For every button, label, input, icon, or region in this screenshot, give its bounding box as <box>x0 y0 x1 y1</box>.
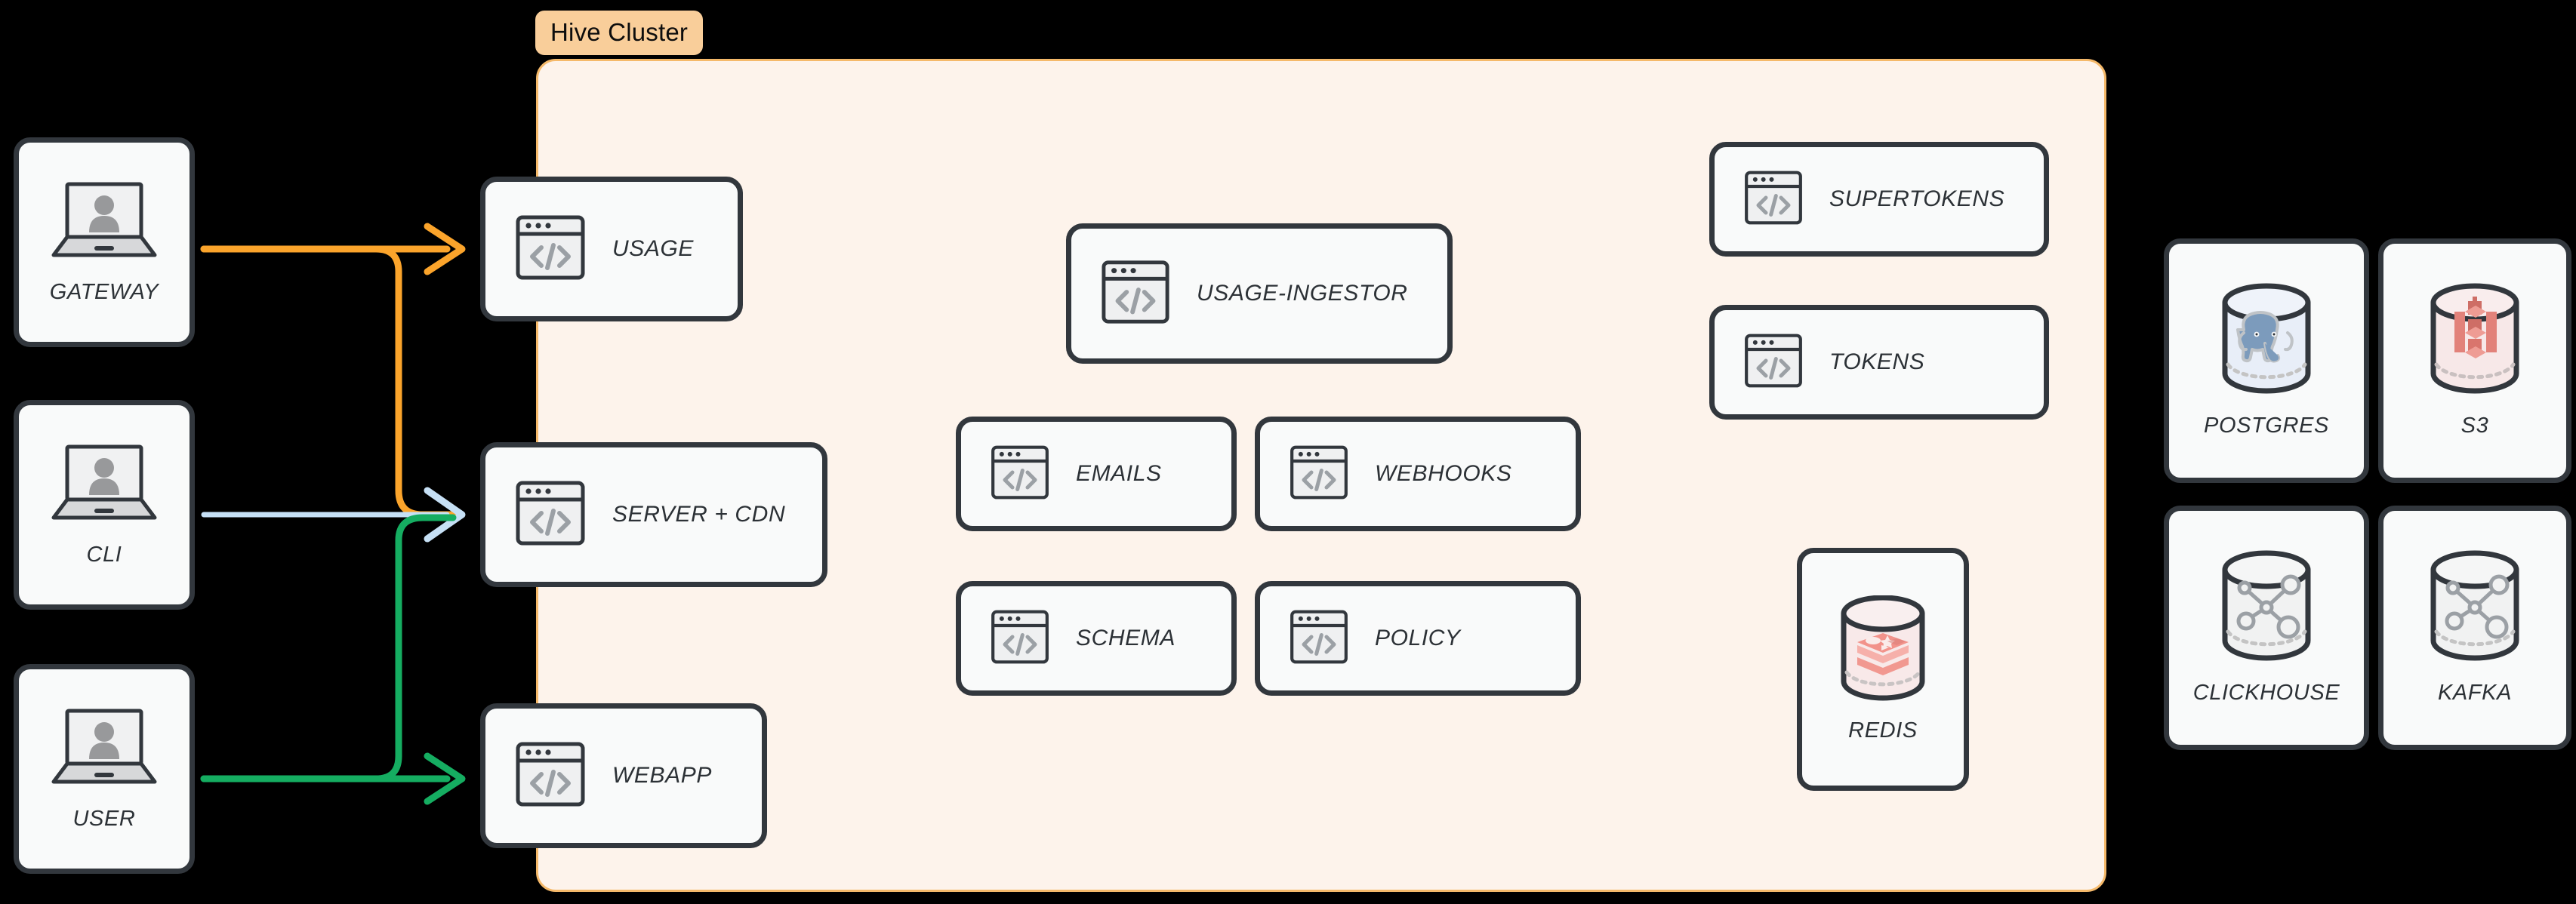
node-supertokens-label: SUPERTOKENS <box>1829 186 2005 211</box>
node-policy-label: POLICY <box>1375 626 1461 650</box>
node-cli-label: CLI <box>86 543 122 567</box>
redis-cylinder-icon <box>1833 595 1933 705</box>
node-tokens[interactable]: TOKENS <box>1709 305 2049 420</box>
node-supertokens[interactable]: SUPERTOKENS <box>1709 142 2049 257</box>
node-usage[interactable]: USAGE <box>480 177 743 321</box>
node-cli[interactable]: CLI <box>14 400 195 610</box>
laptop-user-icon <box>49 706 159 793</box>
code-window-icon <box>990 442 1050 506</box>
node-tokens-label: TOKENS <box>1829 349 1925 374</box>
node-webapp-label: WEBAPP <box>612 763 712 788</box>
edge-gateway-to-usage <box>200 223 466 275</box>
node-user[interactable]: USER <box>14 664 195 874</box>
node-redis-label: REDIS <box>1848 718 1918 743</box>
node-webhooks-label: WEBHOOKS <box>1375 461 1512 486</box>
code-window-icon <box>990 607 1050 671</box>
node-schema[interactable]: SCHEMA <box>956 581 1237 696</box>
node-webapp[interactable]: WEBAPP <box>480 703 767 848</box>
code-window-icon <box>514 738 587 814</box>
network-cylinder-icon <box>2213 550 2320 667</box>
node-s3[interactable]: S3 <box>2378 238 2571 483</box>
node-server-cdn-label: SERVER + CDN <box>612 502 786 527</box>
node-emails[interactable]: EMAILS <box>956 417 1237 531</box>
code-window-icon <box>1100 257 1171 331</box>
hive-cluster-badge: Hive Cluster <box>535 11 704 55</box>
node-server-cdn[interactable]: SERVER + CDN <box>480 442 827 587</box>
s3-cylinder-icon <box>2421 283 2528 400</box>
edge-user-to-webapp <box>200 752 466 805</box>
network-cylinder-icon <box>2421 550 2528 667</box>
node-kafka-label: KAFKA <box>2437 681 2513 705</box>
node-gateway[interactable]: GATEWAY <box>14 137 195 347</box>
edge-cli-to-server-cdn <box>201 487 466 543</box>
edge-user-to-server-cdn <box>200 514 457 783</box>
postgres-cylinder-icon <box>2213 283 2320 400</box>
node-s3-label: S3 <box>2460 414 2489 438</box>
node-schema-label: SCHEMA <box>1076 626 1176 650</box>
node-user-label: USER <box>72 807 136 831</box>
code-window-icon <box>1743 168 1804 232</box>
node-clickhouse[interactable]: CLICKHOUSE <box>2164 506 2369 750</box>
node-webhooks[interactable]: WEBHOOKS <box>1255 417 1581 531</box>
node-gateway-label: GATEWAY <box>49 280 159 304</box>
node-clickhouse-label: CLICKHOUSE <box>2192 681 2340 705</box>
node-postgres-label: POSTGRES <box>2204 414 2329 438</box>
node-policy[interactable]: POLICY <box>1255 581 1581 696</box>
edge-gateway-to-server-cdn <box>200 245 457 518</box>
laptop-user-icon <box>49 180 159 266</box>
node-postgres[interactable]: POSTGRES <box>2164 238 2369 483</box>
node-usage-label: USAGE <box>612 236 695 261</box>
node-emails-label: EMAILS <box>1076 461 1162 486</box>
node-redis[interactable]: REDIS <box>1797 548 1969 791</box>
code-window-icon <box>1289 442 1349 506</box>
node-kafka[interactable]: KAFKA <box>2378 506 2571 750</box>
code-window-icon <box>1289 607 1349 671</box>
code-window-icon <box>514 211 587 287</box>
code-window-icon <box>514 477 587 553</box>
node-usage-ingestor[interactable]: USAGE-INGESTOR <box>1066 223 1453 364</box>
code-window-icon <box>1743 331 1804 395</box>
node-usage-ingestor-label: USAGE-INGESTOR <box>1197 281 1408 306</box>
laptop-user-icon <box>49 442 159 529</box>
